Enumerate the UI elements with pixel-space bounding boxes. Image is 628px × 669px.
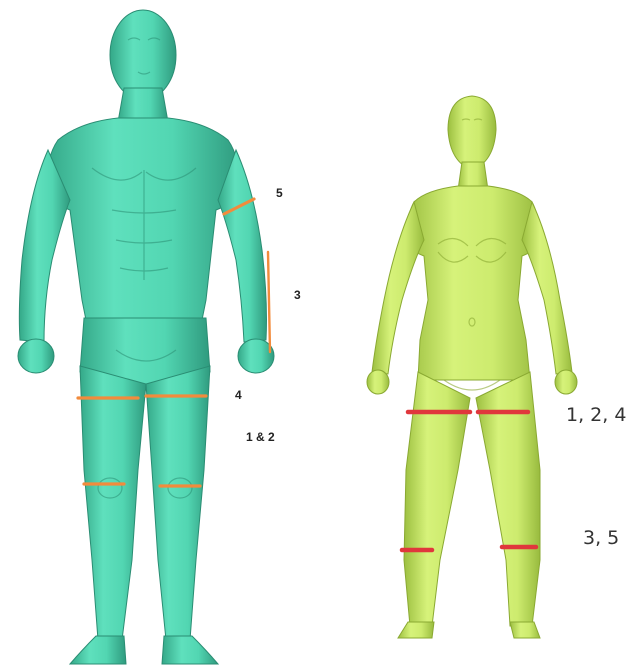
male-label-5: 5 (276, 186, 283, 200)
male-label-1-2: 1 & 2 (246, 430, 275, 444)
female-label-1-2-4: 1, 2, 4 (566, 404, 626, 426)
male-label-3: 3 (294, 288, 301, 302)
female-silhouette (367, 96, 577, 638)
male-label-4: 4 (235, 388, 242, 402)
female-label-3-5: 3, 5 (583, 527, 619, 549)
